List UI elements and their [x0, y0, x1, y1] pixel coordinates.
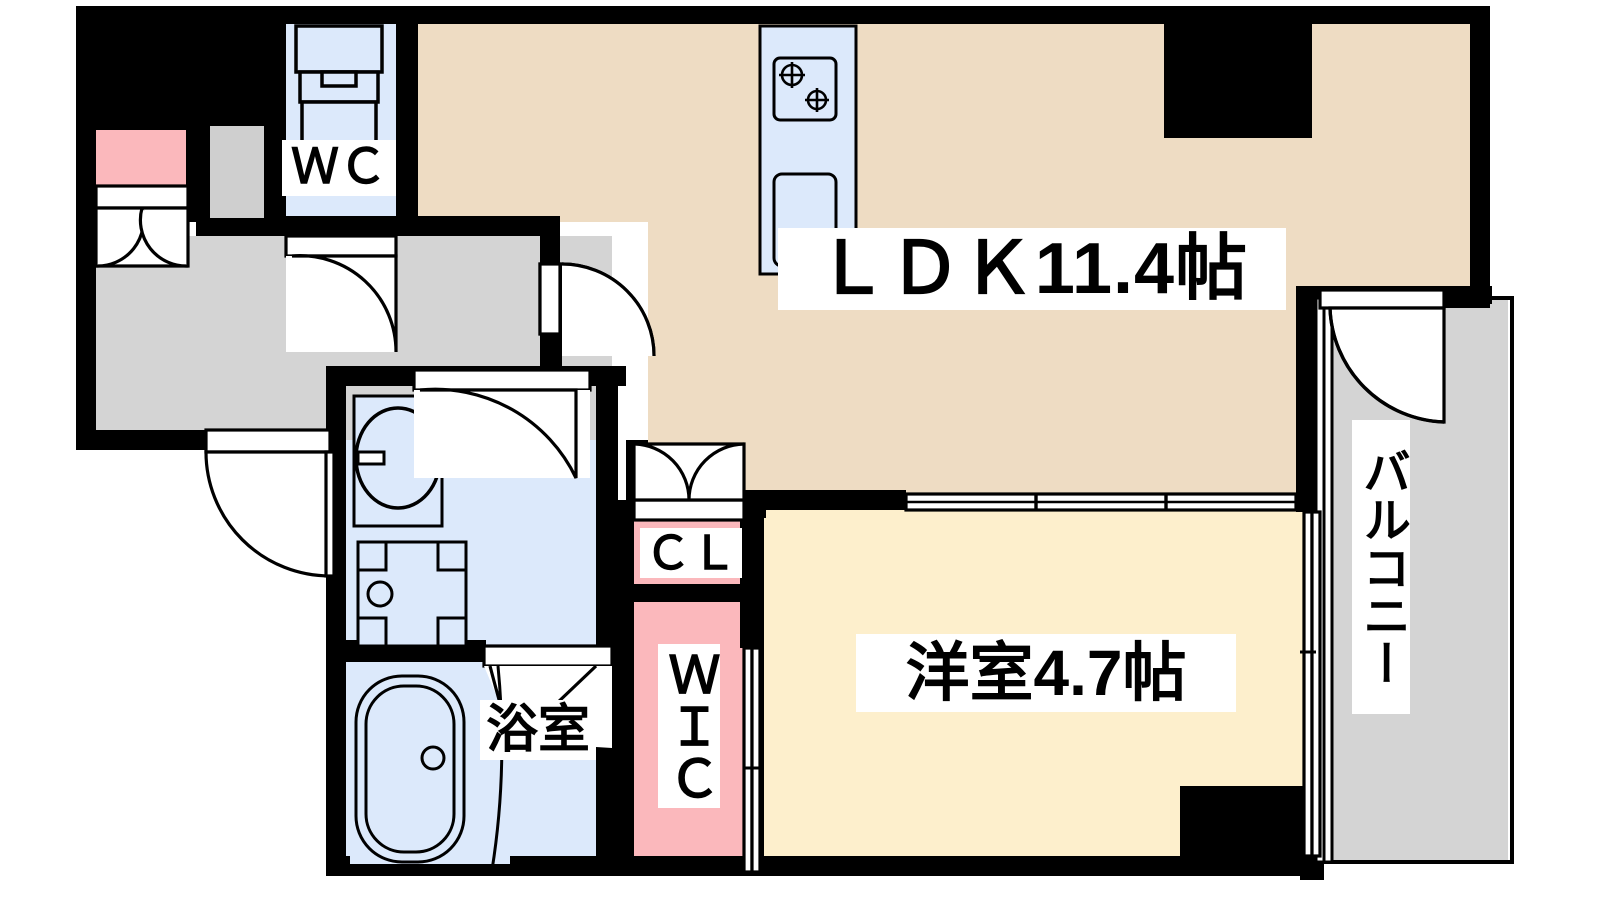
wall-wic-bottom [616, 856, 758, 876]
wall-right-upper [1470, 6, 1490, 298]
label-cl: ＣＬ [640, 528, 742, 578]
cl-door-right [687, 442, 745, 501]
shoe-cabinet-fill [96, 128, 188, 186]
label-wc: ＷＣ [282, 140, 396, 196]
wall-washroom-right [596, 366, 618, 656]
cl-door-header [632, 498, 746, 522]
washroom-door-swing [419, 387, 578, 479]
hall-door-swing-fill [562, 264, 654, 356]
label-bath: 浴室 [480, 700, 596, 760]
burner-icons [779, 62, 829, 112]
hall-door-arc-line [561, 262, 656, 357]
entrance-door-header [204, 428, 332, 454]
bedroom-sliding-window [1300, 510, 1322, 858]
wall-shoebox-top [76, 110, 200, 130]
wall-meterbox-left [196, 110, 210, 234]
wc-door-header [284, 234, 398, 258]
wall-hall-top [400, 216, 560, 236]
wall-ldk-bedroom-left-stub [744, 490, 904, 510]
wall-top [76, 6, 1490, 24]
wall-cl-left [616, 500, 634, 872]
washroom-door-header [412, 368, 592, 392]
cl-door-frame [632, 442, 746, 502]
wic-sliding-door [742, 646, 762, 874]
wall-slider-post-left [886, 490, 906, 510]
wall-top-left-block [76, 6, 284, 122]
wall-wc-left [264, 6, 286, 234]
wall-ldk-right [1296, 286, 1316, 512]
shoebox-door-right [138, 207, 189, 268]
wall-ldk-left-upper [396, 6, 418, 222]
wall-hall-right-upper [540, 216, 560, 266]
wall-hall-right-lower [540, 330, 562, 372]
wall-cl-bottom [616, 584, 758, 602]
hall-door-panel [538, 262, 562, 336]
gas-stove-icon [772, 56, 838, 122]
wall-bedroom-right-post [1296, 490, 1318, 512]
ldk-bedroom-slider [904, 492, 1298, 512]
wall-wc-bottom [264, 216, 418, 236]
label-ldk: ＬＤＫ11.4帖 [778, 228, 1286, 310]
washing-machine-pan-icon [356, 540, 468, 648]
bath-shower-divider [490, 665, 504, 871]
meter-box-fill [204, 122, 270, 222]
cl-door-left [633, 442, 691, 501]
bath-door-header [482, 644, 614, 668]
label-bedroom: 洋室4.7帖 [856, 634, 1236, 712]
wc-door-swing [291, 254, 398, 353]
bathtub-icon [350, 668, 510, 864]
wall-bedroom-bottom [760, 856, 1320, 876]
entrance-door-swing [204, 450, 332, 578]
shoe-cabinet-header [94, 184, 190, 210]
ldk-floor-upper [406, 22, 648, 222]
basin-faucet [356, 450, 386, 466]
balcony-door [1318, 288, 1446, 424]
entrance-door-leaf [324, 450, 336, 578]
wall-meterbox-bottom [196, 218, 282, 236]
ldk-column [1164, 22, 1312, 138]
wall-meterbox-top [196, 110, 280, 126]
label-balcony: バルコニー [1352, 420, 1410, 714]
label-wic: ＷＩＣ [658, 644, 720, 808]
